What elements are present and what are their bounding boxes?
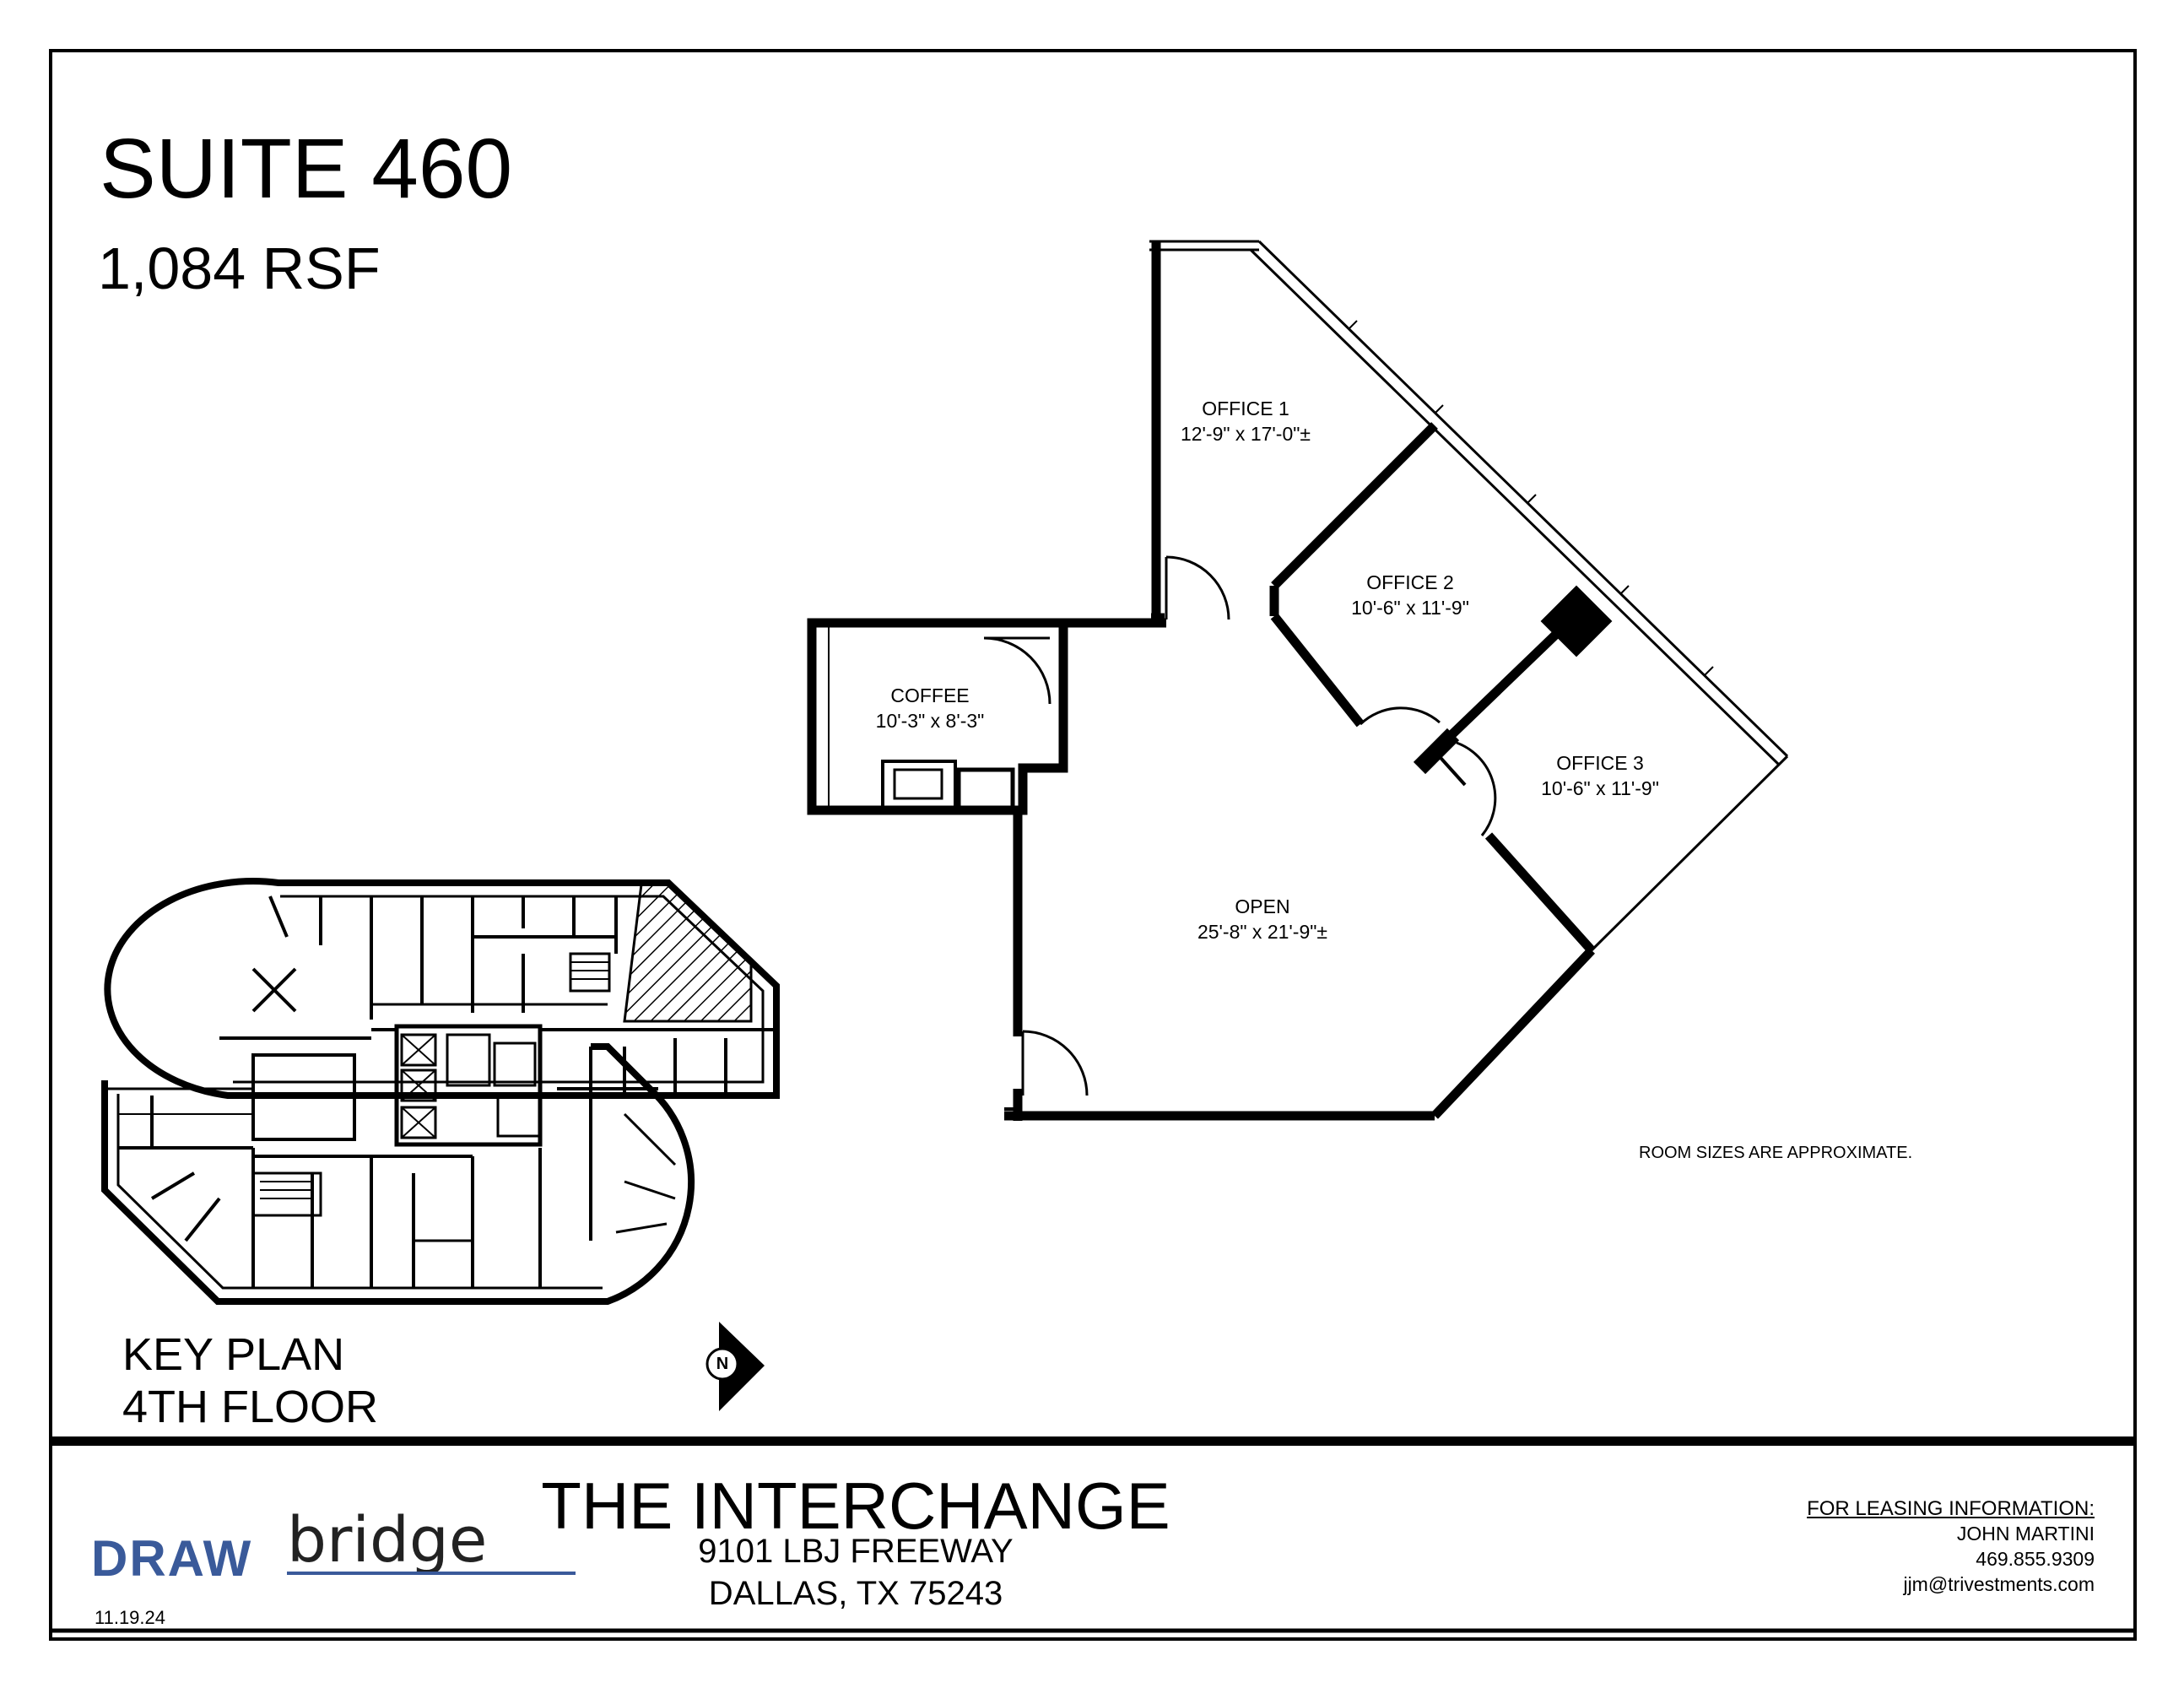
room-label-coffee: COFFEE 10'-3" x 8'-3" [803,684,1057,734]
building-city: DALLAS, TX 75243 [708,1575,1003,1612]
room-label-office-3: OFFICE 3 10'-6" x 11'-9" [1473,751,1727,802]
suite-plan [807,240,1789,1121]
leasing-heading: FOR LEASING INFORMATION: [1807,1497,2095,1520]
sheet-border [49,49,2137,1641]
room-size: 25'-8" x 21'-9"± [1197,920,1328,943]
room-label-open: OPEN 25'-8" x 21'-9"± [1136,895,1389,945]
logo-primary-text: DRAW [91,1530,253,1587]
room-label-office-2: OFFICE 2 10'-6" x 11'-9" [1284,571,1537,621]
room-name: OFFICE 2 [1366,571,1454,593]
room-name: OFFICE 3 [1556,752,1644,774]
room-sizes-note: ROOM SIZES ARE APPROXIMATE. [1639,1144,1913,1162]
suite-area: 1,084 RSF [98,235,381,301]
building-street: 9101 LBJ FREEWAY [698,1533,1014,1570]
building-name: THE INTERCHANGE [541,1469,1170,1543]
footer-divider [51,1436,2135,1446]
leasing-email[interactable]: jjm@trivestments.com [1903,1573,2095,1595]
leasing-contact: JOHN MARTINI [1956,1523,2095,1545]
logo-underline [287,1572,576,1575]
key-plan-title: KEY PLAN [122,1329,345,1380]
room-label-office-1: OFFICE 1 12'-9" x 17'-0"± [1119,397,1372,447]
room-name: OFFICE 1 [1202,398,1289,419]
room-size: 12'-9" x 17'-0"± [1180,422,1311,445]
key-plan [101,878,780,1305]
logo-secondary-text: bridge [287,1504,488,1577]
room-name: COFFEE [890,684,970,706]
room-size: 10'-6" x 11'-9" [1351,596,1469,619]
leasing-phone[interactable]: 469.855.9309 [1976,1548,2095,1570]
drawbridge-logo: DRAW bridge [91,1487,576,1587]
suite-title: SUITE 460 [100,122,513,216]
plan-date: 11.19.24 [95,1607,166,1628]
room-size: 10'-6" x 11'-9" [1541,776,1659,799]
room-size: 10'-3" x 8'-3" [875,709,985,732]
north-arrow [705,1322,765,1411]
key-plan-floor: 4TH FLOOR [122,1382,379,1432]
north-label: N [716,1355,729,1373]
room-name: OPEN [1235,895,1290,917]
